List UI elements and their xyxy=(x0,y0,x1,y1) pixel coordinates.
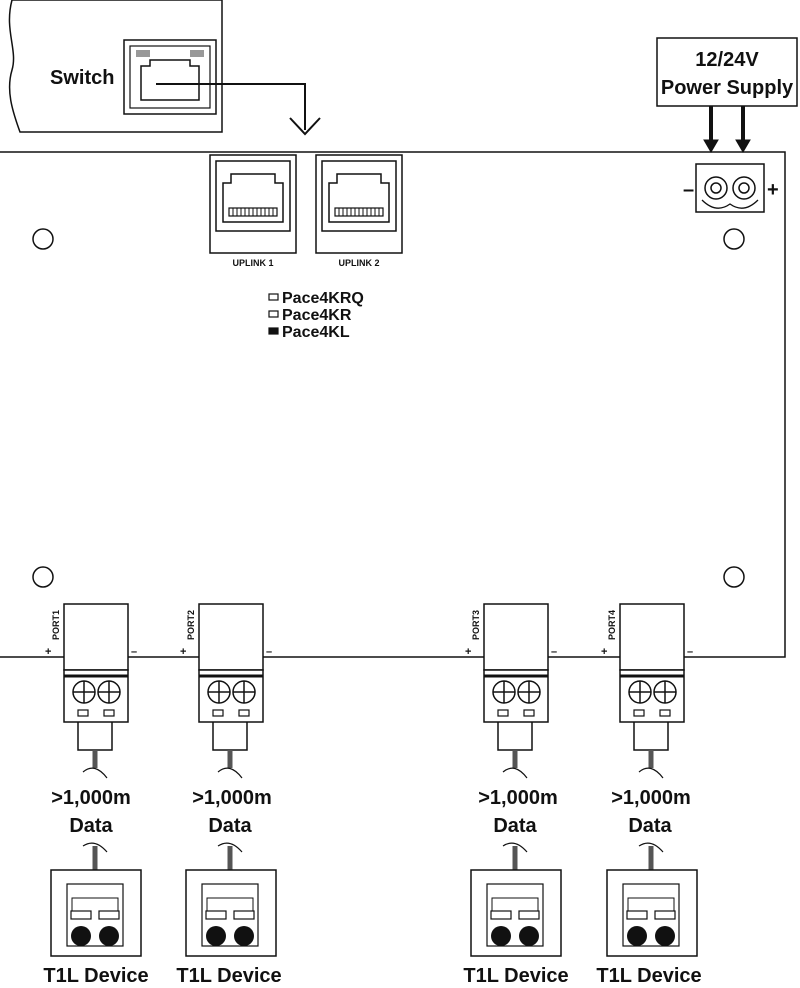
device-terminal-icon xyxy=(206,926,226,946)
power-supply-box xyxy=(656,37,798,107)
screw-terminal-icon xyxy=(483,669,549,723)
port-terminal-header xyxy=(619,603,685,671)
data-label: Data xyxy=(69,815,113,837)
uplink-2-label: UPLINK 2 xyxy=(338,258,379,268)
power-wire-negative-arrow xyxy=(703,139,719,153)
cable-break-mark xyxy=(638,767,664,779)
device-terminal-icon xyxy=(655,926,675,946)
legend-marker-outline xyxy=(268,293,279,301)
port-minus: – xyxy=(687,646,693,658)
model-legend: Pace4KRQ Pace4KR Pace4KL xyxy=(268,290,364,341)
port-terminal-header xyxy=(63,603,129,671)
mounting-hole-top-right xyxy=(723,228,745,250)
t1l-device xyxy=(185,869,277,957)
distance-label: >1,000m xyxy=(611,787,691,809)
power-connector-icon xyxy=(695,163,765,213)
distance-label: >1,000m xyxy=(478,787,558,809)
port-4: PORT4 + – >1,000m Data T1L Dev xyxy=(596,603,702,987)
cable-break-mark xyxy=(502,842,528,853)
model-label: Pace4KRQ xyxy=(282,290,364,307)
power-supply-line2: Power Supply xyxy=(661,77,794,99)
port-label: PORT1 xyxy=(51,610,61,640)
data-label: Data xyxy=(493,815,537,837)
device-terminal-icon xyxy=(71,926,91,946)
cable-break-mark xyxy=(217,767,243,779)
t1l-device xyxy=(606,869,698,957)
port-2: PORT2 + – >1,000m Data T1L Dev xyxy=(176,603,282,987)
mounting-hole-bottom-left xyxy=(32,566,54,588)
uplink-1-label: UPLINK 1 xyxy=(232,258,273,268)
port-3: PORT3 + – >1,000m Data T1L Dev xyxy=(463,603,569,987)
cable-plug xyxy=(633,722,669,751)
device-label: T1L Device xyxy=(463,965,568,987)
uplink-1: UPLINK 1 xyxy=(209,154,297,268)
main-board: – + UPLINK 1 UPLINK 2 Pace4KRQ xyxy=(0,151,786,658)
port-plus: + xyxy=(180,646,186,658)
device-label: T1L Device xyxy=(596,965,701,987)
cable-break-mark xyxy=(82,842,108,853)
model-label: Pace4KL xyxy=(282,324,350,341)
device-label: T1L Device xyxy=(43,965,148,987)
device-terminal-icon xyxy=(491,926,511,946)
power-connector-minus: – xyxy=(683,179,694,201)
switch-led-left xyxy=(136,50,150,57)
device-terminal-icon xyxy=(627,926,647,946)
port-1: PORT1 + – >1,000m Data T1L Dev xyxy=(43,603,149,987)
model-label: Pace4KR xyxy=(282,307,352,324)
port-label: PORT4 xyxy=(607,610,617,640)
port-plus: + xyxy=(465,646,471,658)
power-connector-plus: + xyxy=(767,179,779,201)
mounting-hole-top-left xyxy=(32,228,54,250)
port-plus: + xyxy=(45,646,51,658)
cable-plug xyxy=(212,722,248,751)
switch-led-right xyxy=(190,50,204,57)
legend-marker-filled xyxy=(268,327,279,335)
data-label: Data xyxy=(628,815,672,837)
cable-plug xyxy=(497,722,533,751)
port-minus: – xyxy=(266,646,272,658)
device-terminal-icon xyxy=(234,926,254,946)
port-minus: – xyxy=(131,646,137,658)
distance-label: >1,000m xyxy=(51,787,131,809)
screw-terminal-icon xyxy=(619,669,685,723)
cable-break-mark xyxy=(82,767,108,779)
port-terminal-header xyxy=(198,603,264,671)
port-label: PORT2 xyxy=(186,610,196,640)
cable-break-mark xyxy=(217,842,243,853)
power-supply: 12/24V Power Supply xyxy=(656,37,798,153)
t1l-device xyxy=(50,869,142,957)
switch-cable-arrowhead xyxy=(289,117,321,136)
distance-label: >1,000m xyxy=(192,787,272,809)
board-outline xyxy=(0,151,786,658)
mounting-hole-bottom-right xyxy=(723,566,745,588)
device-label: T1L Device xyxy=(176,965,281,987)
switch-ethernet-port-icon xyxy=(123,39,217,115)
device-terminal-icon xyxy=(99,926,119,946)
screw-terminal-icon xyxy=(63,669,129,723)
switch: Switch xyxy=(8,0,321,136)
device-terminal-icon xyxy=(519,926,539,946)
power-supply-line1: 12/24V xyxy=(695,49,759,71)
t1l-device xyxy=(470,869,562,957)
port-minus: – xyxy=(551,646,557,658)
data-label: Data xyxy=(208,815,252,837)
power-wire-positive-arrow xyxy=(735,139,751,153)
port-plus: + xyxy=(601,646,607,658)
uplink-2: UPLINK 2 xyxy=(315,154,403,268)
cable-break-mark xyxy=(638,842,664,853)
cable-plug xyxy=(77,722,113,751)
port-terminal-header xyxy=(483,603,549,671)
switch-label: Switch xyxy=(50,67,114,89)
screw-terminal-icon xyxy=(198,669,264,723)
legend-marker-outline xyxy=(268,310,279,318)
cable-break-mark xyxy=(502,767,528,779)
port-label: PORT3 xyxy=(471,610,481,640)
switch-cable-line xyxy=(156,83,306,130)
